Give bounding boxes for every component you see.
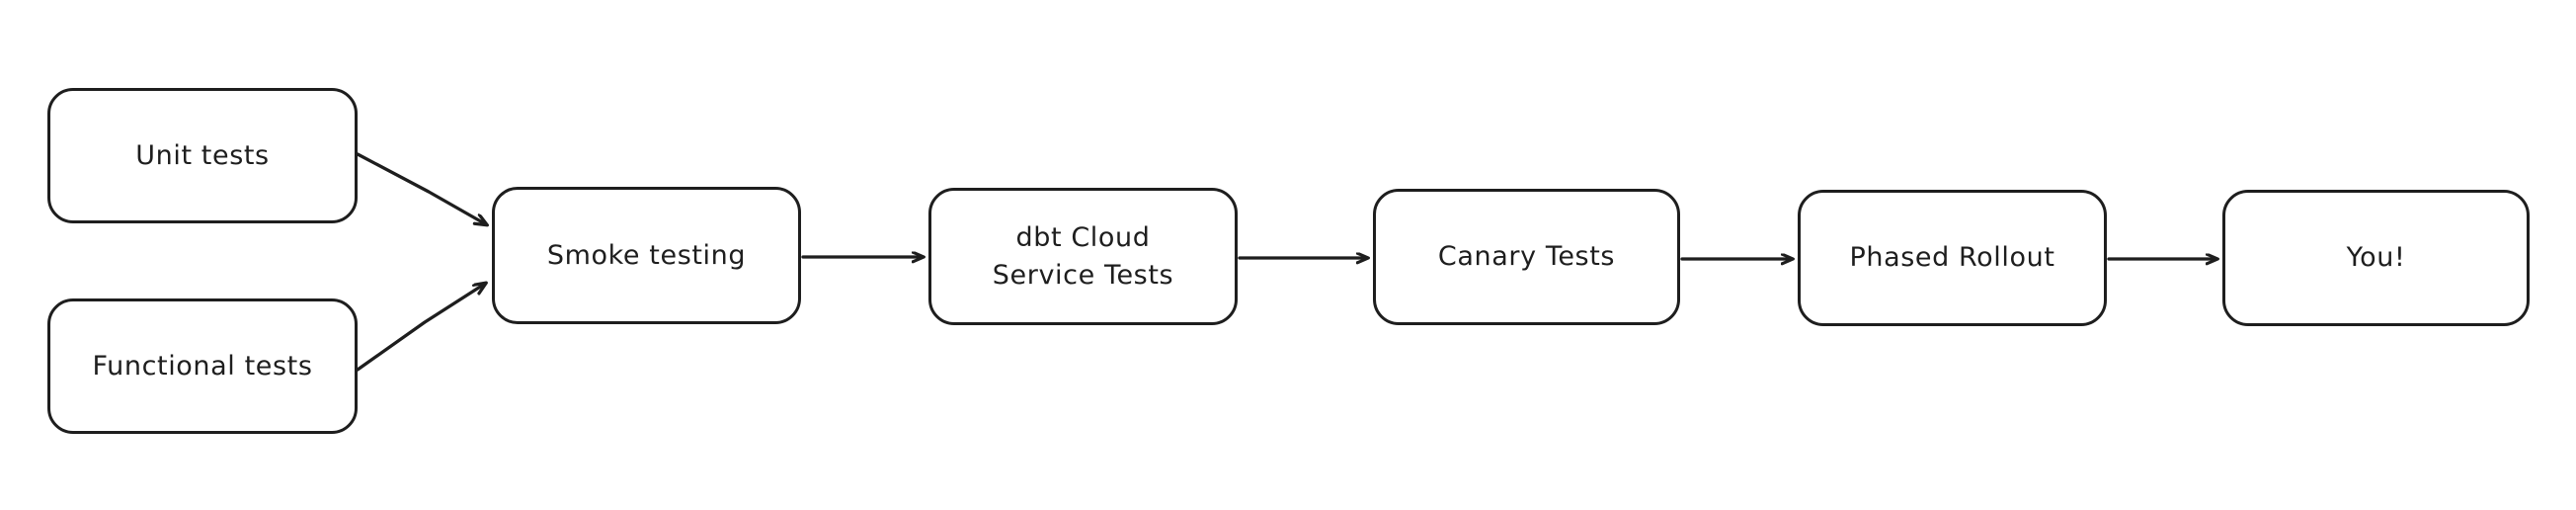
node-label-smoke-testing: Smoke testing: [546, 239, 747, 271]
edge-unit-to-smoke: [356, 152, 486, 224]
edge-functional-to-smoke: [356, 284, 485, 372]
node-label-you: You!: [2346, 242, 2406, 274]
node-label-phased-rollout: Phased Rollout: [1849, 242, 2055, 274]
node-label-dbt-cloud-service-tests: dbt Cloud Service Tests: [992, 222, 1174, 291]
node-you[interactable]: You!: [2222, 190, 2530, 326]
node-unit-tests[interactable]: Unit tests: [47, 88, 358, 223]
node-label-canary-tests: Canary Tests: [1437, 241, 1616, 273]
node-dbt-cloud-service-tests[interactable]: dbt Cloud Service Tests: [928, 188, 1238, 325]
node-label-unit-tests: Unit tests: [135, 139, 270, 171]
node-functional-tests[interactable]: Functional tests: [47, 298, 358, 434]
node-label-functional-tests: Functional tests: [92, 350, 313, 382]
node-smoke-testing[interactable]: Smoke testing: [492, 187, 801, 324]
node-phased-rollout[interactable]: Phased Rollout: [1798, 190, 2107, 326]
node-canary-tests[interactable]: Canary Tests: [1373, 189, 1680, 325]
